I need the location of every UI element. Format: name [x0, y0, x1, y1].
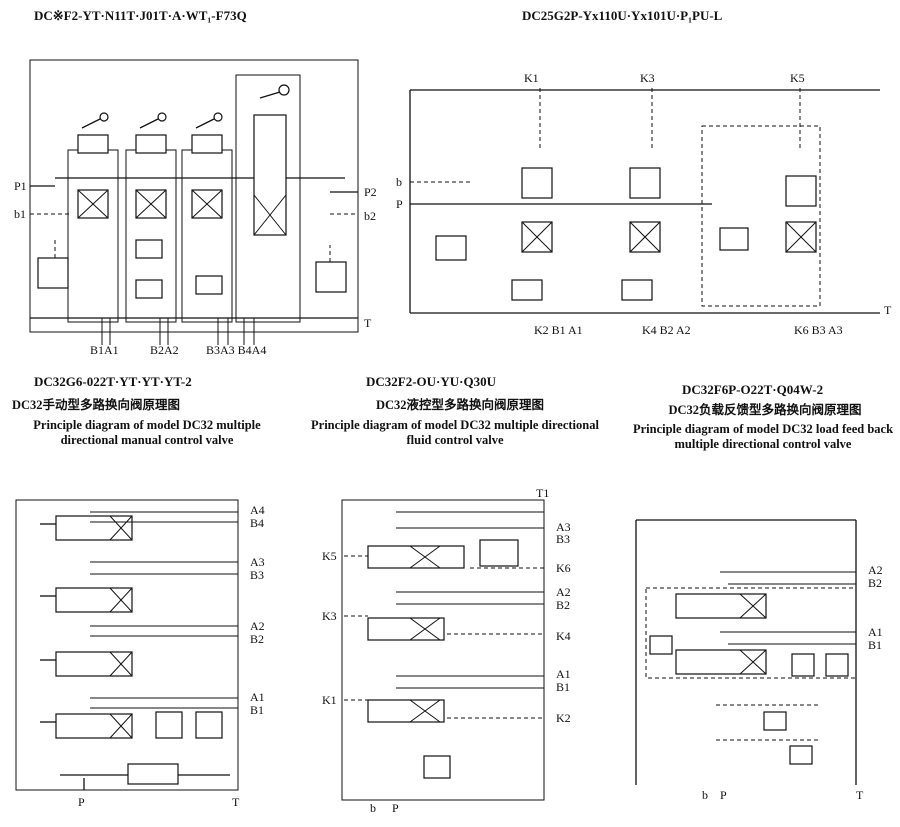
- manual-port-a2: A2: [250, 619, 265, 633]
- fluid-port-k2: K2: [556, 711, 571, 725]
- fluid-port-a3: A3: [556, 520, 571, 534]
- fluid-port-a1: A1: [556, 667, 571, 681]
- load-title-cn: DC32负载反馈型多路换向阀原理图: [668, 403, 862, 417]
- top-right-label-k1: K1: [524, 71, 539, 85]
- load-port-t: T: [856, 788, 864, 802]
- manual-port-b4: B4: [250, 516, 264, 530]
- fluid-title-en: Principle diagram of model DC32 multiple…: [311, 418, 599, 447]
- manual-title-cn: DC32手动型多路换向阀原理图: [12, 398, 181, 412]
- load-port-p: P: [720, 788, 727, 802]
- load-port-b2: B2: [868, 576, 882, 590]
- top-left-port-b2: b2: [364, 209, 376, 223]
- fluid-port-b3: B3: [556, 532, 570, 546]
- top-left-bottom-port-2: B2A2: [150, 343, 179, 357]
- top-left-diagram: P1 b1 P2 b2 T B1A1 B2A2 B3A3 B4A4: [14, 59, 377, 357]
- top-left-bottom-port-1: B1A1: [90, 343, 119, 357]
- top-right-port-t: T: [884, 303, 892, 317]
- manual-port-t: T: [232, 795, 240, 809]
- load-port-b1: B1: [868, 638, 882, 652]
- fluid-port-k5: K5: [322, 549, 337, 563]
- top-right-bottom-port-1: K2 B1 A1: [534, 323, 583, 337]
- top-left-model: DC※F2-YT·N11T·J01T·A·WT₁-F73Q: [34, 8, 247, 23]
- top-right-port-p: P: [396, 197, 403, 211]
- manual-diagram: A4 B4 A3 B3 A2 B2 A1 B1 P T: [15, 499, 265, 809]
- fluid-port-a2: A2: [556, 585, 571, 599]
- top-left-bottom-port-3: B3A3 B4A4: [206, 343, 266, 357]
- fluid-title-cn: DC32液控型多路换向阀原理图: [375, 398, 545, 412]
- load-diagram: A2 B2 A1 B1 b P T: [635, 519, 883, 802]
- manual-port-p: P: [78, 795, 85, 809]
- load-port-a2: A2: [868, 563, 883, 577]
- load-port-b: b: [702, 788, 708, 802]
- top-right-diagram: K1 K3 K5 b P T K2 B1 A1 K4 B2 A2 K6 B3 A…: [396, 71, 892, 337]
- manual-port-b1: B1: [250, 703, 264, 717]
- fluid-port-k1: K1: [322, 693, 337, 707]
- fluid-port-t1: T1: [536, 486, 549, 500]
- manual-port-b2: B2: [250, 632, 264, 646]
- fluid-port-b: b: [370, 801, 376, 815]
- fluid-port-b1: B1: [556, 680, 570, 694]
- top-right-bottom-port-3: K6 B3 A3: [794, 323, 843, 337]
- fluid-port-k4: K4: [556, 629, 571, 643]
- top-right-bottom-port-2: K4 B2 A2: [642, 323, 691, 337]
- load-model: DC32F6P-O22T·Q04W-2: [682, 382, 824, 397]
- top-right-label-k5: K5: [790, 71, 805, 85]
- manual-port-a1: A1: [250, 690, 265, 704]
- load-port-a1: A1: [868, 625, 883, 639]
- load-title-en: Principle diagram of model DC32 load fee…: [632, 422, 894, 451]
- top-left-port-b1: b1: [14, 207, 26, 221]
- top-left-port-t: T: [364, 316, 372, 330]
- fluid-model: DC32F2-OU·YU·Q30U: [366, 374, 496, 389]
- fluid-port-k3: K3: [322, 609, 337, 623]
- top-right-model: DC25G2P-Yx110U·Yx101U·P₁PU-L: [522, 8, 723, 23]
- manual-model: DC32G6-022T·YT·YT·YT-2: [34, 374, 192, 389]
- top-left-port-p1: P1: [14, 179, 27, 193]
- fluid-port-k6: K6: [556, 561, 571, 575]
- manual-port-b3: B3: [250, 568, 264, 582]
- top-left-port-p2: P2: [364, 185, 377, 199]
- top-right-label-k3: K3: [640, 71, 655, 85]
- fluid-port-p: P: [392, 801, 399, 815]
- manual-port-a3: A3: [250, 555, 265, 569]
- manual-title-en: Principle diagram of model DC32 multiple…: [33, 418, 261, 447]
- fluid-diagram: T1 A3 B3 K6 A2 B2 K4 A1 B1 K2 K5 K3 K1 b…: [322, 486, 571, 815]
- manual-port-a4: A4: [250, 503, 265, 517]
- top-right-port-b: b: [396, 175, 402, 189]
- fluid-port-b2: B2: [556, 598, 570, 612]
